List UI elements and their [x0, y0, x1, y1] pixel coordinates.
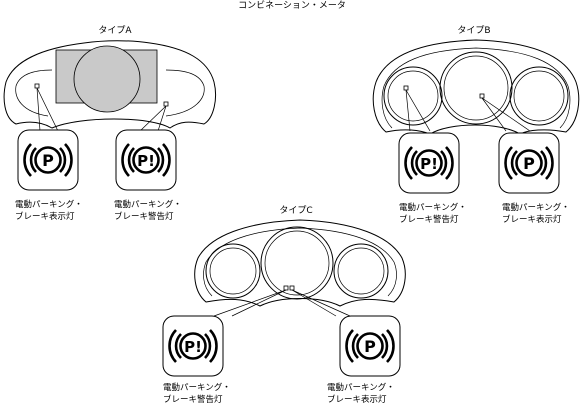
- type-a-display-callout: [36, 87, 59, 132]
- type-c-display-caption-2: ブレーキ表示灯: [327, 394, 387, 405]
- type-a-warning-caption-2: ブレーキ警告灯: [114, 211, 174, 222]
- svg-text:P: P: [364, 337, 376, 356]
- type-c-warning-callout: [213, 289, 287, 317]
- type-b-label: タイプB: [457, 25, 490, 36]
- type-c-inner-outline: [203, 227, 397, 297]
- type-c-group: タイプC P! P 電動パーキング・ ブレーキ警告灯 電動パーキング・ ブレーキ…: [161, 205, 406, 405]
- type-b-display-symbol: P: [497, 131, 561, 195]
- type-a-warning-symbol: P!: [114, 128, 178, 192]
- type-b-warning-caption-2: ブレーキ警告灯: [399, 214, 459, 225]
- type-b-warning-callout: [405, 89, 431, 132]
- type-a-right-pod: [165, 69, 205, 117]
- type-b-display-caption-1: 電動パーキング・: [502, 202, 570, 213]
- type-a-display-symbol: P: [16, 128, 80, 192]
- svg-text:P: P: [42, 151, 54, 170]
- type-c-display-lamp: [289, 285, 295, 291]
- svg-text:P!: P!: [184, 338, 202, 356]
- type-b-group: タイプB P! P 電動パーキング・ ブレーキ警告灯 電動パーキング・ ブレーキ…: [372, 25, 580, 225]
- type-c-warning-symbol: P!: [161, 314, 225, 378]
- type-a-label: タイプA: [98, 25, 132, 36]
- type-c-label: タイプC: [279, 205, 312, 216]
- type-a-warning-callout: [139, 105, 167, 132]
- type-c-center-gauge-inner: [264, 230, 330, 296]
- type-a-display-lamp: [34, 83, 40, 89]
- svg-text:P!: P!: [420, 155, 438, 173]
- type-a-warning-caption-1: 電動パーキング・: [114, 199, 182, 210]
- type-a-left-pod: [15, 69, 53, 117]
- type-a-center-dial: [73, 45, 141, 113]
- type-b-inner-outline: [381, 47, 571, 129]
- type-b-display-callout: [481, 97, 531, 132]
- type-b-center-gauge: [439, 51, 513, 125]
- type-c-warning-caption-2: ブレーキ警告灯: [163, 394, 223, 405]
- type-c-display-symbol: P: [338, 314, 402, 378]
- type-c-warning-caption-1: 電動パーキング・: [163, 382, 231, 393]
- svg-text:P: P: [523, 154, 535, 173]
- svg-text:P!: P!: [137, 152, 155, 170]
- type-b-warning-symbol: P!: [397, 131, 461, 195]
- type-b-left-gauge-inner: [387, 70, 439, 122]
- type-a-meter-outline: [3, 40, 217, 129]
- type-b-warning-lamp: [403, 85, 409, 91]
- type-c-display-callout: [291, 289, 351, 317]
- type-a-group: タイプA P P! 電動パーキング・ ブレーキ表示灯 電動パーキング・ ブレーキ…: [3, 25, 217, 222]
- type-b-display-lamp: [479, 93, 485, 99]
- type-c-left-gauge-inner: [209, 247, 257, 295]
- type-b-warning-caption-1: 電動パーキング・: [399, 202, 467, 213]
- type-b-meter-outline: [372, 39, 580, 135]
- type-a-display-caption-2: ブレーキ表示灯: [15, 211, 75, 222]
- type-c-display-caption-1: 電動パーキング・: [327, 382, 395, 393]
- type-c-right-gauge-inner: [337, 247, 385, 295]
- type-c-right-gauge: [333, 243, 389, 299]
- type-b-right-gauge: [509, 66, 569, 126]
- diagram-title: コンビネーション・メータ: [238, 0, 346, 11]
- type-c-center-gauge: [260, 226, 334, 300]
- type-c-left-gauge: [205, 243, 261, 299]
- type-c-warning-lamp: [283, 285, 289, 291]
- type-b-display-caption-2: ブレーキ表示灯: [502, 214, 562, 225]
- type-b-left-gauge: [383, 66, 443, 126]
- type-a-warning-lamp: [163, 101, 169, 107]
- type-b-center-gauge-inner: [443, 55, 509, 121]
- type-a-display-caption-1: 電動パーキング・: [15, 199, 83, 210]
- type-c-meter-outline: [194, 219, 406, 307]
- type-b-right-gauge-inner: [513, 70, 565, 122]
